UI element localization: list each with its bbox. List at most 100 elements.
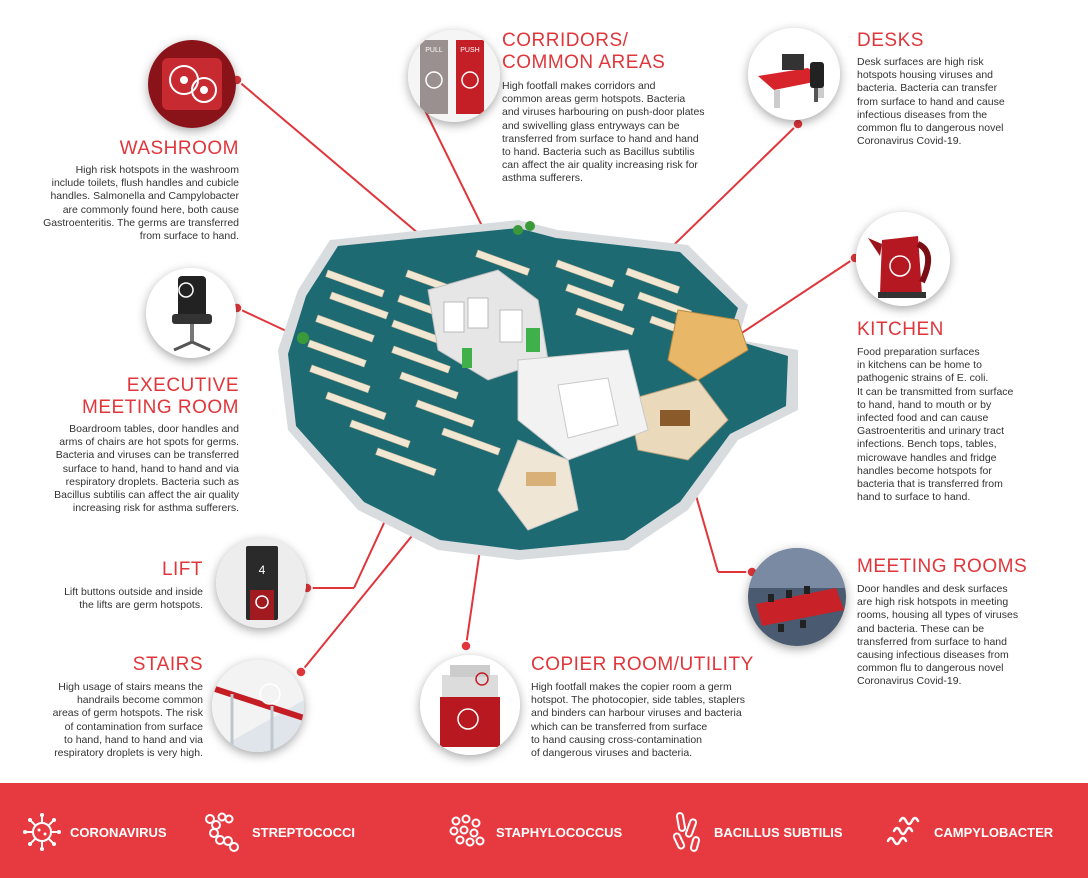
pull-label: PULL xyxy=(425,47,443,54)
desks-title: DESKS xyxy=(857,30,924,51)
kitchen-description: Food preparation surfaces in kitchens ca… xyxy=(857,346,1047,504)
text-line: are commonly found here, both cause xyxy=(62,203,239,216)
text-line: High risk hotspots in the washroom xyxy=(75,164,239,176)
text-line: common flu to dangerous novel xyxy=(857,662,1004,675)
text-line: hotspots housing viruses and xyxy=(857,69,994,82)
text-line: the lifts are germ hotspots. xyxy=(79,599,203,612)
text-line: common flu to dangerous novel xyxy=(857,122,1004,135)
stairs-description: High usage of stairs means the handrails… xyxy=(0,681,203,760)
text-line: infected food and can cause xyxy=(857,412,989,425)
text-line: High footfall makes the copier room a ge… xyxy=(531,681,732,693)
text-line: in kitchens can be home to xyxy=(857,359,982,372)
text-line: and viruses harbouring on push-door plat… xyxy=(502,106,705,119)
text-line: Coronavirus Covid-19. xyxy=(857,135,962,148)
text-line: Gastroenteritis. The germs are transferr… xyxy=(43,216,239,229)
coronavirus-icon xyxy=(23,813,61,851)
text-line: to hand, hand to hand and via xyxy=(64,733,203,746)
text-line: Food preparation surfaces xyxy=(857,346,980,358)
text-line: Door handles and desk surfaces xyxy=(857,583,1008,595)
washroom-photo xyxy=(148,40,236,128)
text-line: hand to surface to hand. xyxy=(857,491,971,504)
text-line: from surface to hand and cause xyxy=(857,95,1005,108)
executive-chair-photo xyxy=(146,268,236,358)
legend-coronavirus: CORONAVIRUS xyxy=(22,813,167,851)
text-line: and swivelling glass entryways can be xyxy=(502,119,680,132)
text-line: respiratory droplets. Bacteria such as xyxy=(65,475,239,488)
meeting-room-photo xyxy=(748,548,846,646)
text-line: of contamination from surface xyxy=(64,720,203,733)
text-line: are high risk hotspots in meeting xyxy=(857,596,1009,609)
title-line: CORRIDORS/ xyxy=(502,30,629,51)
text-line: respiratory droplets is very high. xyxy=(54,747,203,760)
legend-label: CORONAVIRUS xyxy=(70,824,167,840)
text-line: transferred from surface to hand and han… xyxy=(502,132,699,145)
lift-photo: 4 xyxy=(216,538,306,628)
text-line: causing infectious diseases from xyxy=(857,649,1009,662)
text-line: Boardroom tables, door handles and xyxy=(69,423,239,435)
bacillus-icon xyxy=(672,812,701,852)
desks-description: Desk surfaces are high risk hotspots hou… xyxy=(857,56,1037,148)
text-line: rooms, housing all types of viruses xyxy=(857,609,1019,622)
copier-description: High footfall makes the copier room a ge… xyxy=(531,681,781,760)
desks-photo xyxy=(748,28,840,120)
text-line: to hand, hand to mouth or by xyxy=(857,398,992,411)
lift-title: LIFT xyxy=(161,559,203,580)
text-line: Gastroenteritis and urinary tract xyxy=(857,425,1005,438)
kitchen-title: KITCHEN xyxy=(857,319,944,340)
text-line: handles. Salmonella and Campylobacter xyxy=(50,190,239,203)
washroom-title: WASHROOM xyxy=(119,138,239,159)
executive-description: Boardroom tables, door handles and arms … xyxy=(0,423,239,515)
text-line: surface to hand, hand to hand and via xyxy=(62,462,239,475)
text-line: arms of chairs are hot spots for germs. xyxy=(59,436,239,449)
copier-title: COPIER ROOM/UTILITY xyxy=(531,654,754,675)
text-line: to hand causing cross-contamination xyxy=(531,733,703,746)
office-floor-plan xyxy=(278,220,798,560)
campylobacter-icon xyxy=(886,816,920,846)
text-line: Coronavirus Covid-19. xyxy=(857,675,962,688)
text-line: and binders can harbour viruses and bact… xyxy=(531,707,742,720)
text-line: increasing risk for asthma sufferers. xyxy=(72,502,239,515)
text-line: Bacteria and viruses can be transferred xyxy=(55,449,239,462)
legend-campylobacter: CAMPYLOBACTER xyxy=(884,815,1053,849)
text-line: common areas germ hotspots. Bacteria xyxy=(502,93,686,106)
text-line: Bacillus subtilis can affect the air qua… xyxy=(54,489,239,502)
staphylococcus-icon xyxy=(449,814,485,847)
text-line: High footfall makes corridors and xyxy=(502,80,656,92)
legend-staphylococcus: STAPHYLOCOCCUS xyxy=(446,814,623,849)
text-line: handles become hotspots for xyxy=(857,464,992,477)
legend-bacillus: BACILLUS SUBTILIS xyxy=(672,812,843,852)
title-line: COMMON AREAS xyxy=(502,52,666,73)
text-line: can affect the air quality increasing ri… xyxy=(502,159,698,172)
text-line: of dangerous viruses and bacteria. xyxy=(531,747,693,760)
legend-label: BACILLUS SUBTILIS xyxy=(714,824,843,840)
text-line: Lift buttons outside and inside xyxy=(64,586,203,598)
stairs-photo xyxy=(212,660,304,752)
streptococci-icon xyxy=(205,812,239,852)
legend-label: STAPHYLOCOCCUS xyxy=(496,824,623,840)
stairs-title: STAIRS xyxy=(132,654,203,675)
meeting-title: MEETING ROOMS xyxy=(857,556,1028,577)
legend-streptococci: STREPTOCOCCI xyxy=(202,812,356,852)
text-line: asthma sufferers. xyxy=(502,172,583,185)
legend-label: CAMPYLOBACTER xyxy=(934,824,1054,840)
lift-description: Lift buttons outside and inside the lift… xyxy=(3,586,203,612)
text-line: handrails become common xyxy=(76,694,203,707)
text-line: bacteria that is transferred from xyxy=(857,478,1003,491)
text-line: include toilets, flush handles and cubic… xyxy=(51,177,239,190)
text-line: infections. Bench tops, tables, xyxy=(857,438,997,451)
legend-label: STREPTOCOCCI xyxy=(252,824,356,840)
copier-photo xyxy=(420,655,520,755)
text-line: High usage of stairs means the xyxy=(58,681,203,693)
executive-title: EXECUTIVE MEETING ROOM xyxy=(82,375,239,419)
text-line: and bacteria. These can be xyxy=(857,622,985,635)
text-line: It can be transmitted from surface xyxy=(857,385,1014,398)
text-line: hotspot. The photocopier, side tables, s… xyxy=(531,694,746,707)
text-line: transferred from surface to hand xyxy=(857,635,1007,648)
text-line: Desk surfaces are high risk xyxy=(857,56,984,68)
meeting-description: Door handles and desk surfaces are high … xyxy=(857,583,1047,689)
text-line: from surface to hand. xyxy=(139,230,239,243)
text-line: bacteria. Bacteria can transfer xyxy=(857,82,998,95)
text-line: infectious diseases from the xyxy=(857,108,988,121)
lift-floor-number: 4 xyxy=(259,563,266,577)
kitchen-kettle-photo xyxy=(856,212,950,306)
